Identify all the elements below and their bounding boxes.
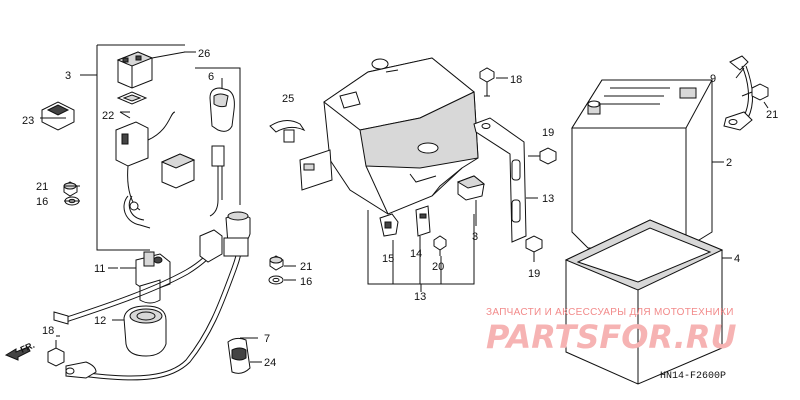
watermark-subtitle: ЗАПЧАСТИ И АКСЕССУАРЫ ДЛЯ МОТОТЕХНИКИ: [486, 307, 734, 318]
callout-11: 12: [94, 315, 106, 327]
rubber-cap-part: [116, 91, 148, 105]
callout-3: 3: [472, 231, 478, 243]
callout-labels: 26 3 6 25 22 23 21 16 11 12 18 7 24 21 1…: [22, 48, 778, 369]
callout-14: 14: [410, 248, 422, 260]
callout-5: 3: [65, 70, 71, 82]
callout-10: 11: [94, 263, 105, 275]
callout-20: 20: [432, 261, 444, 273]
bolt-19-part: [528, 147, 557, 165]
nut-part-mid: [269, 255, 284, 271]
callout-16-left: 16: [36, 196, 48, 208]
callout-2: 2: [726, 157, 732, 169]
wire-connector-part: [209, 145, 225, 217]
callout-17: 18: [42, 325, 54, 337]
battery-liner-part: [564, 219, 724, 385]
relay-mount-part: [112, 305, 167, 357]
harness-group-box: [80, 44, 241, 251]
screw-20-part: [433, 235, 447, 256]
callout-13: 13: [542, 193, 554, 205]
bolt-18-low-part: [525, 235, 543, 262]
screw-17-part: [47, 335, 65, 367]
bolt-22-part: [741, 83, 769, 101]
clip-part: [40, 101, 75, 131]
callout-23: 22: [102, 110, 114, 122]
leader-lines: [42, 51, 769, 363]
callout-21-mid: 21: [300, 261, 312, 273]
callout-18-low: 19: [528, 268, 540, 280]
battery-tray-part: [299, 57, 479, 215]
callout-9: 9: [710, 73, 716, 85]
cable-clamp-part: [227, 337, 251, 374]
front-direction-label: FR.: [19, 340, 36, 355]
bolt-18-top-part: [479, 67, 495, 97]
callout-7: 6: [208, 71, 214, 83]
watermark: ЗАПЧАСТИ И АКСЕССУАРЫ ДЛЯ МОТОТЕХНИКИ PA…: [486, 307, 736, 356]
fuse-cover-part: [160, 153, 196, 189]
starter-cable-part: [53, 229, 245, 381]
callout-12: 13: [414, 291, 426, 303]
callout-18-top: 18: [510, 74, 522, 86]
callout-21-left: 21: [36, 181, 48, 193]
terminal-cover-part: [209, 78, 235, 132]
callout-25: 24: [264, 357, 276, 369]
starter-relay-part: [116, 51, 186, 89]
band-part: [269, 120, 306, 143]
callout-15: 15: [382, 253, 394, 265]
callout-22: 21: [766, 109, 778, 121]
callout-19: 19: [542, 127, 554, 139]
callout-26: 25: [282, 93, 294, 105]
battery-part: [571, 79, 713, 249]
callout-16-mid: 16: [300, 276, 312, 288]
callout-6: 7: [264, 333, 270, 345]
battery-bracket-part: [473, 117, 527, 243]
group-bracket-12: [367, 210, 475, 292]
relay-wire-part: [123, 195, 151, 229]
callout-27: 26: [198, 48, 210, 60]
diagram-code: HN14-F2600P: [660, 371, 726, 382]
watermark-brand: PARTSFOR.RU: [486, 318, 736, 356]
callout-4: 4: [734, 253, 740, 265]
clip-15-part: [379, 213, 399, 237]
callout-24: 23: [22, 115, 34, 127]
nut-part-left: [63, 181, 78, 197]
rubber-cushion-part: [456, 175, 486, 201]
fuse-block-part: [115, 111, 176, 211]
relay-terminal-part: [199, 211, 251, 263]
clip-14-part: [415, 205, 431, 237]
front-direction-arrow: [4, 346, 31, 361]
starter-relay-10-part: [120, 251, 171, 304]
negative-cable-part: [723, 55, 753, 131]
washer-part-mid: [268, 275, 284, 285]
